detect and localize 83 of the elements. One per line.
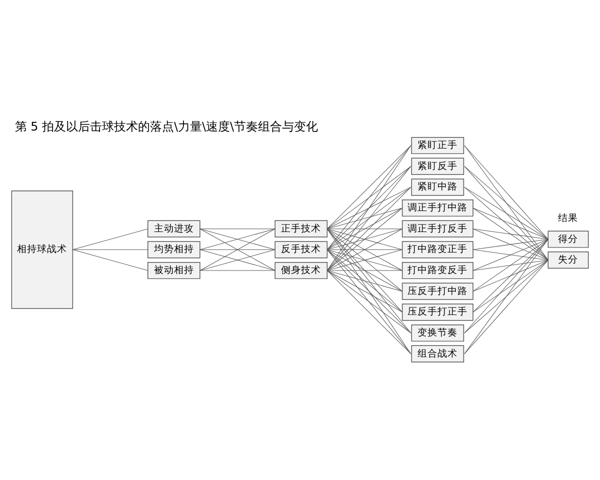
node-box: 紧盯正手 — [411, 136, 464, 154]
connector — [472, 260, 548, 292]
connector — [464, 166, 548, 260]
connector — [72, 228, 148, 250]
connector — [200, 249, 276, 271]
connector — [464, 145, 548, 260]
connector — [326, 145, 412, 250]
node-box: 打中路变反手 — [402, 262, 474, 280]
connector — [326, 270, 412, 334]
connector — [326, 270, 403, 292]
connector — [326, 228, 403, 250]
connector — [464, 260, 548, 354]
connector — [326, 249, 403, 312]
node-box: 紧盯反手 — [411, 158, 464, 175]
connector — [326, 166, 412, 230]
connector — [200, 228, 276, 230]
connector — [326, 145, 412, 271]
connector — [326, 228, 403, 312]
connector — [472, 239, 548, 271]
diagram-title: 第 5 拍及以后击球技术的落点\力量\速度\节奏组合与变化 — [14, 119, 318, 134]
node-box: 被动相持 — [147, 262, 200, 280]
connector — [464, 166, 548, 240]
connector — [326, 228, 412, 334]
node-box: 打中路变正手 — [402, 241, 474, 258]
connector — [464, 239, 548, 334]
connector — [472, 249, 548, 260]
node-box: 主动进攻 — [147, 220, 200, 238]
connector — [326, 228, 412, 354]
connector — [326, 249, 412, 354]
connector — [326, 249, 412, 334]
connector — [472, 228, 548, 240]
connector — [472, 239, 548, 250]
connector — [72, 249, 148, 250]
connector — [472, 260, 548, 312]
connector — [472, 208, 548, 260]
connector — [464, 186, 548, 260]
connector — [326, 145, 412, 230]
connector — [464, 186, 548, 240]
connector — [326, 249, 403, 271]
node-box: 压反手打中路 — [402, 282, 474, 300]
node-box: 调正手打中路 — [402, 199, 474, 217]
connector — [326, 166, 412, 271]
node-box: 组合战术 — [411, 345, 464, 362]
connector — [200, 228, 276, 271]
connector — [464, 260, 548, 334]
node-box: 调正手打反手 — [402, 220, 474, 238]
connector — [326, 208, 403, 230]
node-box: 相持球战术 — [11, 190, 74, 309]
connector — [464, 239, 548, 354]
connector — [326, 228, 403, 230]
connector — [326, 249, 403, 250]
connector — [326, 186, 412, 271]
connector — [472, 239, 548, 312]
connector — [72, 249, 148, 271]
node-box: 均势相持 — [147, 241, 200, 258]
node-box: 变换节奏 — [411, 324, 464, 342]
connector — [326, 208, 403, 271]
connector — [464, 145, 548, 240]
connector — [326, 186, 412, 250]
node-box: 压反手打正手 — [402, 304, 474, 321]
connector — [326, 228, 403, 292]
connector — [326, 208, 403, 250]
connector — [472, 239, 548, 292]
connector — [200, 249, 276, 250]
connector — [326, 228, 403, 271]
connector — [326, 249, 403, 292]
connector — [326, 270, 412, 354]
connector — [326, 166, 412, 250]
connector — [200, 228, 276, 250]
connector — [472, 208, 548, 240]
connector — [472, 260, 548, 271]
label: 结果 — [558, 212, 578, 224]
node-box: 失分 — [548, 252, 589, 269]
node-box: 反手技术 — [274, 241, 328, 258]
connector — [326, 270, 403, 312]
node-box: 得分 — [548, 230, 589, 248]
node-box: 侧身技术 — [274, 262, 328, 280]
connector — [326, 186, 412, 230]
connector — [326, 270, 403, 271]
node-box: 紧盯中路 — [411, 178, 464, 196]
node-box: 正手技术 — [274, 220, 328, 238]
connector — [472, 228, 548, 260]
connector — [200, 270, 276, 271]
